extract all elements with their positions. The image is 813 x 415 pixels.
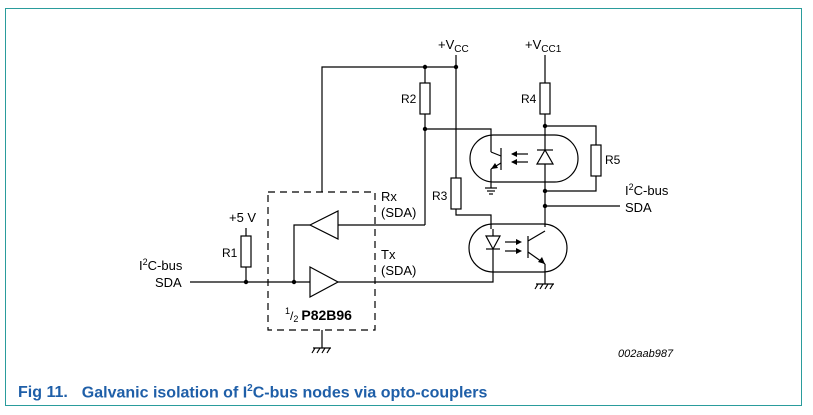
figure-caption: Fig 11. Galvanic isolation of I2C-bus nod… [18,383,487,402]
rx-sda-label: (SDA) [381,205,416,220]
rx-buffer [308,210,339,240]
r5-label: R5 [605,153,621,167]
lower-opto-ground-symbol [534,283,554,290]
resistor-r3 [450,177,462,210]
upper-led [535,148,555,165]
figure-frame [5,8,802,406]
right-bus-label: I2C-bus [625,182,669,198]
right-bus-sda-label: SDA [625,200,652,215]
resistor-r2 [419,82,431,115]
rx-label: Rx [381,189,397,204]
tx-buffer [309,265,340,299]
vcc1-label: +VCC1 [525,37,562,55]
upper-opto-ground-symbol [485,187,497,195]
resistor-r1 [240,235,252,268]
left-bus-label: I2C-bus [139,257,183,273]
tx-label: Tx [381,247,396,262]
plus5v-label: +5 V [229,210,256,225]
figure-code: 002aab987 [618,348,674,360]
r4-label: R4 [521,92,537,106]
left-bus-sda-label: SDA [155,275,182,290]
opto-coupler-lower [468,223,568,273]
caption-superscript: 2 [247,383,253,394]
opto-coupler-upper [469,134,579,183]
r3-label: R3 [432,189,448,203]
vcc-label: +VCC [438,37,469,55]
caption-title-part2: C-bus nodes via opto-couplers [252,384,488,402]
resistor-r4 [539,82,551,115]
chip-ground-symbol [311,347,331,354]
tx-sda-label: (SDA) [381,263,416,278]
lower-led [484,235,502,251]
caption-title-part1: Galvanic isolation of I [81,384,248,402]
r1-label: R1 [222,246,238,260]
r2-label: R2 [401,92,417,106]
resistor-r5 [590,144,602,177]
caption-number: Fig 11. [18,384,68,402]
